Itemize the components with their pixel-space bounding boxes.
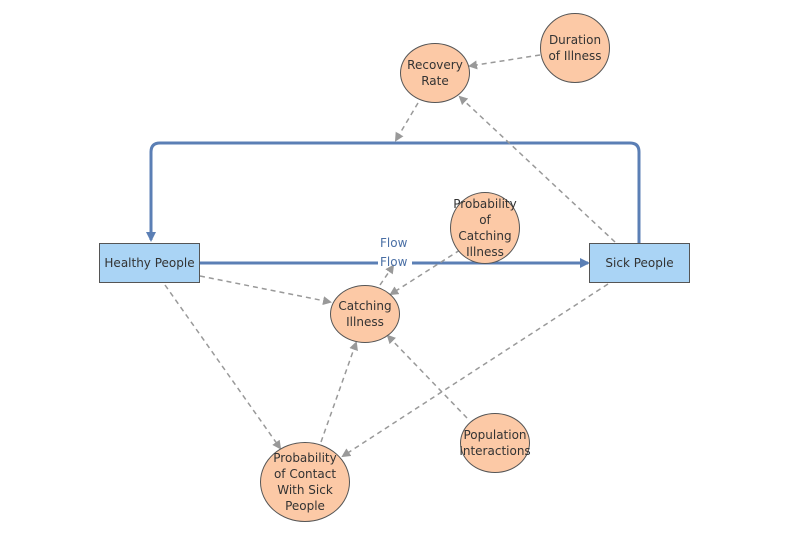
variable-probability-of-catching-illness[interactable]: Probability of Catching Illness bbox=[450, 192, 520, 264]
link-duration-to-recovery[interactable] bbox=[468, 54, 541, 70]
stock-sick-people[interactable]: Sick People bbox=[589, 243, 690, 283]
variable-catching-illness[interactable]: Catching Illness bbox=[330, 285, 400, 343]
link-prob-catching-to-catching[interactable] bbox=[389, 249, 461, 296]
link-sick-to-prob-contact[interactable] bbox=[341, 283, 609, 458]
stock-healthy-people[interactable]: Healthy People bbox=[99, 243, 200, 283]
recovery-flow[interactable] bbox=[146, 141, 641, 243]
variable-recovery-rate[interactable]: Recovery Rate bbox=[400, 43, 470, 103]
link-recovery-to-flow[interactable] bbox=[394, 102, 419, 142]
link-catching-to-flow[interactable] bbox=[379, 264, 395, 286]
infection-flow-label: Flow bbox=[380, 255, 408, 269]
variable-population-interactions[interactable]: Population Interactions bbox=[459, 413, 531, 473]
variable-probability-of-contact-with-sick-people[interactable]: Probability of Contact With Sick People bbox=[260, 442, 350, 522]
link-prob-contact-to-catching[interactable] bbox=[320, 341, 358, 443]
link-healthy-to-catching[interactable] bbox=[199, 275, 332, 306]
link-population-to-catching[interactable] bbox=[386, 334, 468, 419]
link-healthy-to-prob-contact[interactable] bbox=[164, 284, 282, 450]
recovery-flow-label: Flow bbox=[380, 236, 408, 250]
variable-duration-of-illness[interactable]: Duration of Illness bbox=[540, 13, 610, 83]
